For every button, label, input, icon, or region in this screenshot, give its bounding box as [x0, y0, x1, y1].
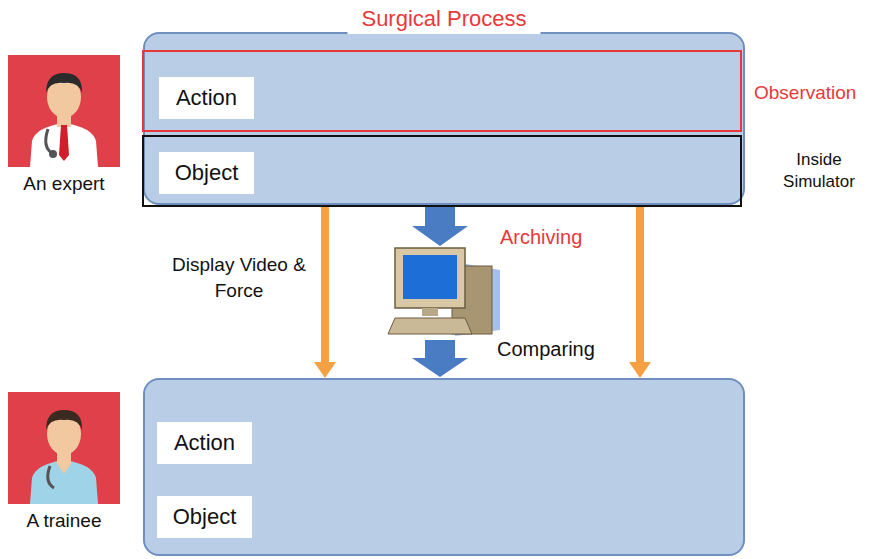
edge-label: Display Video & Force [169, 252, 309, 303]
orange-arrow [629, 205, 651, 378]
highlight-frame: Inside SimulatorObject [142, 135, 742, 207]
node-text: An expert [0, 173, 130, 195]
row-label-box: Object [159, 152, 254, 194]
annotation: Comparing [497, 338, 595, 361]
row-label-box: Action [157, 422, 252, 464]
row-label-box: Action [159, 77, 254, 119]
expert-icon: An expert [8, 55, 120, 167]
node-text: Object [175, 160, 239, 186]
node-text: Object [173, 504, 237, 530]
highlight-frame: ObservationAction [142, 50, 742, 132]
annotation: Archiving [500, 226, 582, 249]
trainee-icon: A trainee [8, 392, 120, 504]
node-text: Action [176, 85, 237, 111]
process-panel: Surgical ProcessObservationActionInside … [143, 32, 745, 205]
node-text: A trainee [0, 510, 130, 532]
process-panel: ActionObject [143, 378, 745, 556]
orange-arrow [314, 205, 336, 378]
row-label-box: Object [157, 496, 252, 538]
node-text: Inside Simulator [769, 149, 869, 193]
node-text: Action [174, 430, 235, 456]
node-text: Surgical Process [347, 4, 540, 34]
node-text: Observation [754, 82, 856, 104]
